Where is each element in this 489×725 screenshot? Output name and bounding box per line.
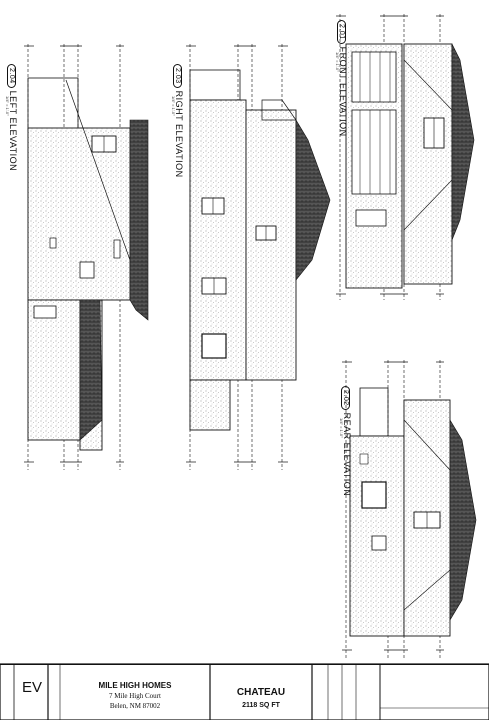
right-elevation-label: 2.03RIGHT ELEVATION: [173, 64, 184, 178]
plan-name: CHATEAU: [236, 687, 286, 698]
rear-elevation-drawing: [342, 360, 477, 660]
right-elevation-drawing: [186, 44, 331, 470]
left-elevation-scale: 1/4" = 1'-0": [5, 96, 10, 116]
builder-name: MILE HIGH HOMES: [98, 681, 172, 690]
firm-logo: EV: [22, 679, 43, 696]
right-elevation-scale: 1/4" = 1'-0": [171, 96, 176, 116]
front-elevation-label: 2.01FRONT ELEVATION: [337, 20, 348, 137]
front-elevation-drawing: [336, 14, 475, 300]
left-elevation-label: 2.04LEFT ELEVATION: [7, 64, 18, 171]
rear-elevation-scale: 1/4" = 1'-0": [339, 418, 344, 438]
builder-address-line-2: Belen, NM 87002: [109, 702, 161, 710]
front-elevation-scale: 1/4" = 1'-0": [335, 52, 340, 72]
rear-elevation-label: 2.02REAR ELEVATION: [341, 386, 352, 496]
rear-elevation-number: 2.02: [341, 386, 350, 410]
plan-area: 2118 SQ FT: [242, 702, 280, 709]
title-block: EV MILE HIGH HOMES 7 Mile High Court Bel…: [0, 664, 489, 721]
left-elevation-number: 2.04: [7, 64, 16, 88]
right-elevation-number: 2.03: [173, 64, 182, 88]
left-elevation-drawing: [24, 44, 149, 470]
front-elevation-number: 2.01: [337, 20, 346, 44]
builder-address-line-1: 7 Mile High Court: [109, 692, 161, 700]
